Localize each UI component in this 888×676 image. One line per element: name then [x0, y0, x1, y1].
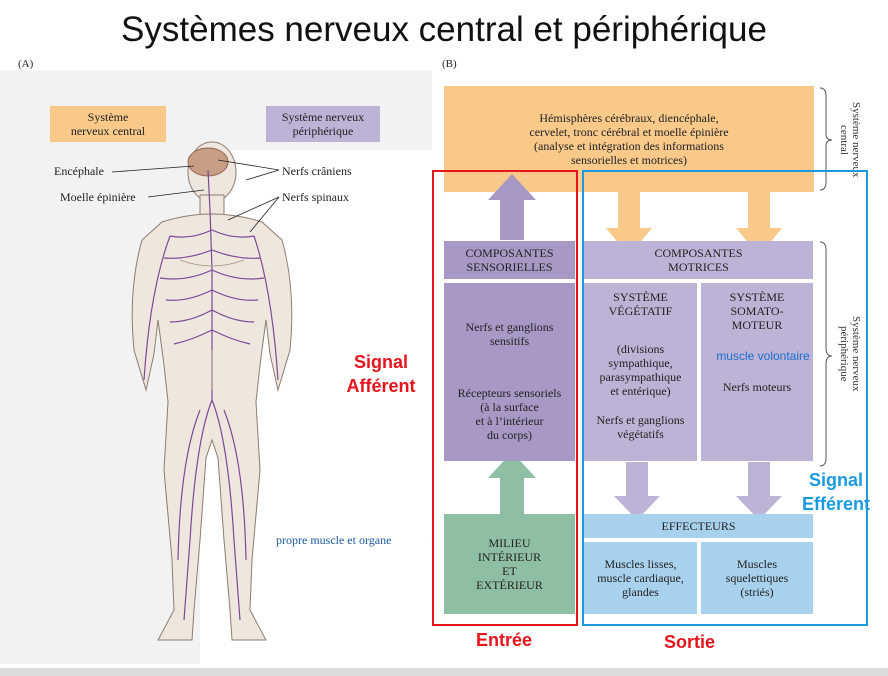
somato-title: SYSTÈME SOMATO- MOTEUR: [729, 290, 785, 332]
panel-b-label: (B): [442, 58, 457, 70]
label-moelle-epiniere: Moelle épinière: [60, 190, 136, 204]
signal-efferent-label: Signal Efférent: [801, 470, 870, 514]
human-nervous-system-figure: [131, 141, 293, 641]
arrow-cns-to-motor-right: [736, 192, 782, 256]
vegetatif-title: SYSTÈME VÉGÉTATIF: [608, 290, 673, 318]
motor-header: COMPOSANTES MOTRICES: [584, 241, 813, 279]
sortie-label: Sortie: [664, 632, 716, 652]
arrow-cns-to-motor-left: [606, 192, 652, 256]
sensory-header: COMPOSANTES SENSORIELLES: [444, 241, 575, 279]
vegetatif-nerfs: Nerfs et ganglions végétatifs: [596, 413, 685, 441]
panel-a-leader-lines: [111, 159, 432, 542]
sensory-nerfs-ganglions: Nerfs et ganglions sensitifs: [465, 320, 554, 348]
side-brackets: [819, 87, 833, 467]
label-nerfs-spinaux: Nerfs spinaux: [282, 190, 349, 204]
sortie-frame: [582, 170, 868, 626]
arrow-vegetatif-down: [614, 462, 660, 520]
cns-box: Hémisphères cérébraux, diencéphale, cerv…: [444, 86, 814, 192]
bottom-border: [0, 668, 888, 676]
effecteurs-right: Muscles squelettiques (striés): [701, 542, 813, 614]
pns-side-label: Système nerveux périphérique: [838, 316, 862, 392]
arrow-milieu-up: [488, 452, 536, 516]
legend-central-nervous-system: Système nerveux central: [50, 106, 166, 142]
vegetatif-divisions: (divisions sympathique, parasympathique …: [599, 342, 682, 398]
milieu-box: MILIEU INTÉRIEUR ET EXTÉRIEUR: [444, 514, 575, 614]
sensory-recepteurs: Récepteurs sensoriels (à la surface et à…: [457, 386, 562, 442]
arrow-somato-down: [736, 462, 782, 520]
entree-label: Entrée: [476, 630, 533, 650]
annotation-propre-muscle-organe: propre muscle et organe: [276, 533, 392, 547]
sensory-body: [444, 283, 575, 461]
page-title: Systèmes nerveux central et périphérique: [121, 10, 767, 49]
somato-nerfs-moteurs: Nerfs moteurs: [722, 380, 792, 394]
label-encephale: Encéphale: [54, 164, 104, 178]
signal-afferent-label: Signal Afférent: [346, 352, 416, 396]
annotation-muscle-volontaire: muscle volontaire: [716, 349, 810, 363]
arrow-sensory-up: [488, 174, 536, 240]
torso-contour: [179, 259, 245, 390]
label-nerfs-craniens: Nerfs crâniens: [282, 164, 352, 178]
cns-side-label: Système nerveux central: [838, 102, 862, 178]
entree-frame: [432, 170, 578, 626]
legend-peripheral-nervous-system: Système nerveux périphérique: [266, 106, 380, 142]
panel-a-label: (A): [18, 58, 34, 70]
flow-arrows: [488, 174, 782, 520]
effecteurs-header: EFFECTEURS: [584, 514, 813, 538]
vegetatif-box: [584, 283, 697, 461]
effecteurs-left: Muscles lisses, muscle cardiaque, glande…: [584, 542, 697, 614]
somato-box: [701, 283, 813, 461]
